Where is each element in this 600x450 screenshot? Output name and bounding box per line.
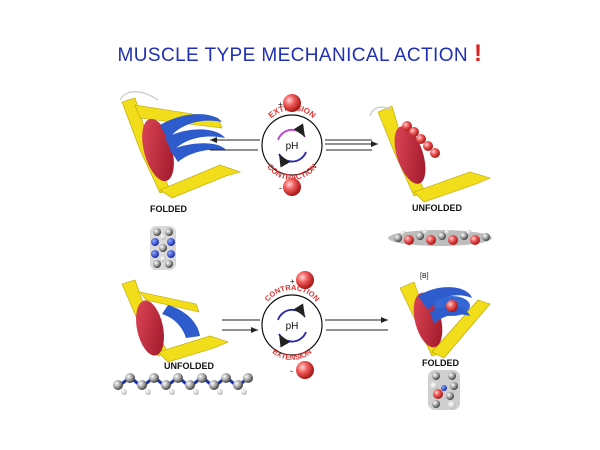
plus-sign: +	[278, 100, 283, 109]
cycle-arrow-upper	[277, 303, 306, 321]
forearm-bone-upper	[134, 104, 223, 129]
cycle-arrow-lower	[278, 151, 307, 168]
forearm-bone	[431, 299, 491, 359]
cycle-ring	[261, 294, 323, 356]
cycle-center-ph: pH	[286, 321, 299, 332]
proton-ion-top	[283, 94, 301, 112]
minus-sign: -	[290, 366, 293, 376]
forearm-bone	[413, 171, 491, 203]
proton-ion-bottom	[283, 178, 301, 196]
cycle-ring	[261, 114, 323, 176]
forearm-bone	[157, 335, 229, 363]
outline-sketch	[369, 106, 393, 117]
arm-unfolded-bottom-left	[121, 279, 229, 363]
bound-ion	[446, 300, 458, 312]
state-label-bottom-right: FOLDED	[422, 358, 459, 368]
unfolded-tendon	[162, 305, 200, 338]
state-label-top-right: UNFOLDED	[412, 203, 462, 213]
cycle-arrow-upper	[277, 123, 306, 141]
cycle-arrow-lower	[278, 331, 307, 348]
proton-ion-top	[296, 271, 314, 289]
cycle-center-ph: pH	[286, 141, 299, 152]
molecule-folded-top-left	[150, 226, 176, 270]
minus-sign: -	[279, 183, 282, 193]
ion-chain	[402, 121, 440, 158]
marker-label: [B]	[420, 273, 429, 280]
forearm-bone-upper	[139, 291, 200, 313]
state-label-top-left: FOLDED	[150, 204, 187, 214]
title-text: MUSCLE TYPE MECHANICAL ACTION	[117, 45, 469, 66]
molecule-folded-bottom-right	[428, 370, 460, 410]
ph-cycle-top: EXTENSION CONTRACTION pH + -	[210, 94, 378, 196]
outline-sketch	[119, 91, 159, 101]
molecule-unfolded-bottom-left	[113, 373, 253, 395]
arm-folded-bottom-right: [B]	[399, 273, 491, 359]
arm-unfolded-top-right	[369, 105, 491, 203]
forearm-bone	[159, 164, 241, 199]
page-title: MUSCLE TYPE MECHANICAL ACTION!	[0, 40, 600, 68]
plus-sign: +	[290, 277, 295, 286]
molecule-unfolded-top-right	[388, 229, 492, 246]
cycle-label-bottom: EXTENSION	[271, 347, 313, 362]
title-exclamation: !	[474, 40, 483, 67]
ph-cycle-bottom: CONTRACTION EXTENSION pH + -	[222, 271, 388, 379]
arm-folded-top-left	[119, 91, 241, 199]
state-label-bottom-left: UNFOLDED	[164, 361, 214, 371]
muscle	[136, 300, 164, 356]
proton-ion-bottom	[296, 361, 314, 379]
folded-tendon	[160, 114, 226, 162]
